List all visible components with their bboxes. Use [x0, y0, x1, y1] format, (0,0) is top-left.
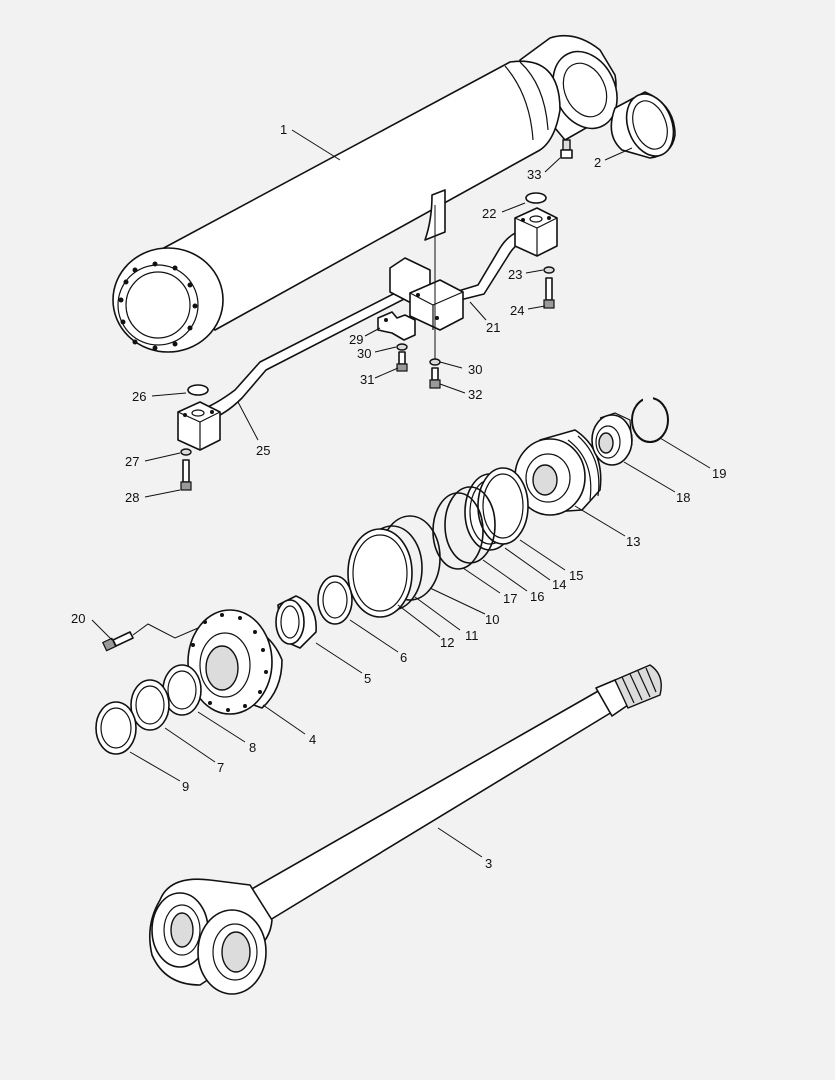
label-8: 8	[249, 740, 256, 755]
seal-9	[95, 701, 137, 755]
flange-bolt-holes	[118, 261, 198, 351]
bushing	[610, 91, 676, 159]
bolt-24	[543, 277, 555, 309]
o-ring-22	[525, 192, 547, 204]
label-6: 6	[400, 650, 407, 665]
piston-rod	[149, 664, 662, 995]
bolt-28	[180, 459, 192, 491]
label-4: 4	[309, 732, 316, 747]
label-30-right: 30	[468, 362, 482, 377]
washer-23	[543, 266, 555, 274]
pipe-block-right	[514, 207, 558, 257]
pipe-block-left	[177, 401, 221, 451]
label-14: 14	[552, 577, 566, 592]
washer-30a	[396, 343, 408, 351]
label-18: 18	[676, 490, 690, 505]
seal-7	[130, 679, 170, 731]
label-24: 24	[510, 303, 524, 318]
label-17: 17	[503, 591, 517, 606]
label-19: 19	[712, 466, 726, 481]
label-32: 32	[468, 387, 482, 402]
ring-12	[347, 528, 413, 618]
label-20: 20	[71, 611, 85, 626]
label-25: 25	[256, 443, 270, 458]
bolt-31	[396, 351, 408, 372]
label-2: 2	[594, 155, 601, 170]
o-ring-26	[187, 384, 209, 396]
part-labels: 1 2 33 22 23 24 21 29 30 30 31 32 26 25 …	[71, 122, 726, 871]
label-29: 29	[349, 332, 363, 347]
grease-fitting	[560, 139, 573, 159]
leader-lines	[91, 129, 711, 858]
label-13: 13	[626, 534, 640, 549]
washer-30b	[429, 358, 441, 366]
label-9: 9	[182, 779, 189, 794]
pipe-clamp	[389, 257, 464, 331]
cap-screw	[101, 631, 134, 652]
label-3: 3	[485, 856, 492, 871]
label-26: 26	[132, 389, 146, 404]
label-7: 7	[217, 760, 224, 775]
label-10: 10	[485, 612, 499, 627]
label-15: 15	[569, 568, 583, 583]
cylinder-head	[187, 609, 283, 715]
label-16: 16	[530, 589, 544, 604]
label-5: 5	[364, 671, 371, 686]
ring-16	[444, 486, 496, 564]
head-bolt-holes	[191, 613, 268, 712]
label-22: 22	[482, 206, 496, 221]
rod-bushing	[275, 595, 317, 649]
seal-15	[477, 467, 529, 545]
clamp-half	[377, 311, 416, 341]
label-11: 11	[465, 628, 479, 643]
piston-nut	[591, 412, 633, 466]
label-12: 12	[440, 635, 454, 650]
label-1: 1	[280, 122, 287, 137]
bolt-32	[429, 367, 441, 389]
retaining-ring	[631, 395, 669, 443]
label-31: 31	[360, 372, 374, 387]
label-21: 21	[486, 320, 500, 335]
label-33: 33	[527, 167, 541, 182]
label-30-left: 30	[357, 346, 371, 361]
label-23: 23	[508, 267, 522, 282]
label-28: 28	[125, 490, 139, 505]
washer-27	[180, 448, 192, 456]
label-27: 27	[125, 454, 139, 469]
